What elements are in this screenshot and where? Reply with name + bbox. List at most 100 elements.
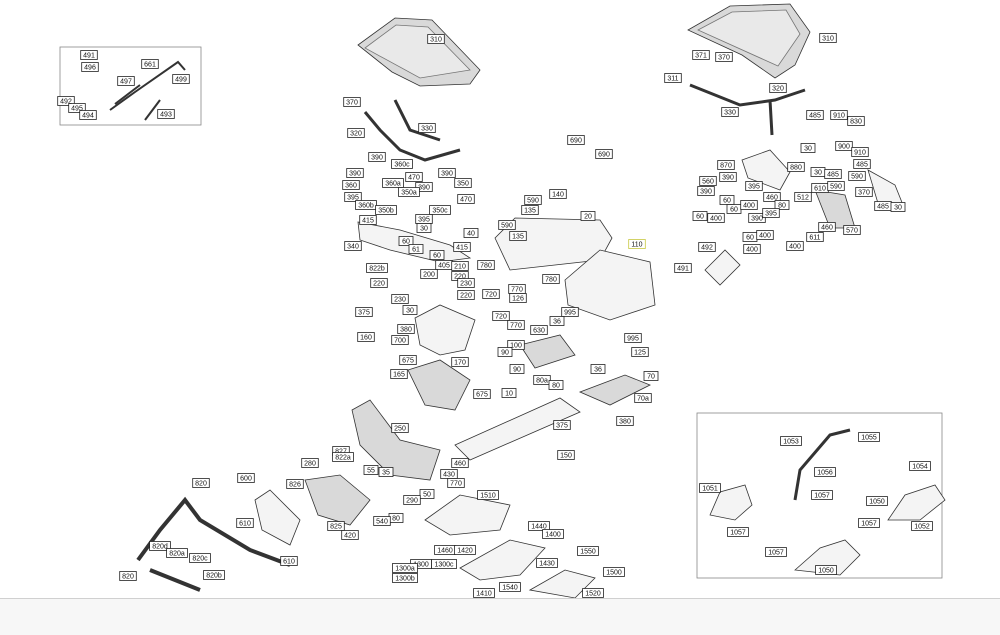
callout-text: 330 [421, 126, 433, 133]
skid-plate-mid-part [459, 539, 546, 581]
cargo-bin-part [564, 249, 656, 321]
callout-80: 80 [548, 380, 564, 390]
callout-485: 485 [853, 159, 871, 169]
callout-text: 780 [545, 277, 557, 284]
callout-35: 35 [378, 467, 394, 477]
callout-text: 820d [152, 544, 168, 551]
callout-text: 210 [454, 264, 466, 271]
callout-text: 1057 [768, 550, 784, 557]
callout-1550: 1550 [577, 546, 599, 556]
callout-995: 995 [624, 333, 642, 343]
callout-30: 30 [402, 305, 418, 315]
callout-430: 430 [440, 469, 458, 479]
callout-55: 55 [363, 465, 379, 475]
callout-text: 590 [851, 174, 863, 181]
callout-text: 415 [456, 245, 468, 252]
callout-text: 820 [195, 481, 207, 488]
callout-text: 470 [408, 175, 420, 182]
callout-420: 420 [341, 530, 359, 540]
rear-bar-part [689, 83, 806, 136]
callout-375: 375 [553, 420, 571, 430]
callout-text: 825 [330, 524, 342, 531]
callout-880: 880 [787, 162, 805, 172]
callout-text: 610 [239, 521, 251, 528]
callout-text: 720 [485, 292, 497, 299]
callout-140: 140 [549, 189, 567, 199]
callout-825: 825 [327, 521, 345, 531]
callout-text: 420 [344, 533, 356, 540]
callout-60: 60 [742, 232, 758, 242]
callout-610: 610 [280, 556, 298, 566]
callout-870: 870 [717, 160, 735, 170]
callout-820a: 820a [166, 548, 188, 558]
callout-470: 470 [457, 194, 475, 204]
callout-text: 770 [450, 481, 462, 488]
callout-text: 910 [854, 150, 866, 157]
floorboard-part [454, 397, 581, 461]
callout-text: 870 [720, 163, 732, 170]
callout-80: 80 [388, 513, 404, 523]
callout-1053: 1053 [780, 436, 802, 446]
callout-text: 60 [402, 239, 410, 246]
callout-text: 820c [192, 556, 208, 563]
callout-495: 495 [68, 103, 86, 113]
bumper-bracket-part [254, 489, 301, 546]
callout-text: 700 [394, 338, 406, 345]
callout-text: 390 [700, 189, 712, 196]
callout-460: 460 [763, 192, 781, 202]
callout-text: 250 [394, 426, 406, 433]
callout-text: 395 [748, 184, 760, 191]
callout-820: 820 [192, 478, 210, 488]
callout-400: 400 [740, 200, 758, 210]
callout-text: 995 [564, 310, 576, 317]
callout-230: 230 [391, 294, 409, 304]
callout-405: 405 [435, 260, 453, 270]
callout-text: 611 [809, 235, 820, 242]
callout-390: 390 [346, 168, 364, 178]
callout-text: 1520 [585, 591, 601, 598]
callout-text: 630 [533, 328, 545, 335]
callout-690: 690 [567, 135, 585, 145]
callout-590: 590 [524, 195, 542, 205]
callout-36: 36 [549, 316, 565, 326]
callout-675: 675 [473, 389, 491, 399]
floor-tray-part [519, 334, 576, 369]
callout-text: 820 [122, 574, 134, 581]
callout-text: 60 [723, 198, 731, 205]
callout-40: 40 [463, 228, 479, 238]
side-panel-part [351, 399, 441, 481]
callout-text: 30 [420, 226, 428, 233]
callout-text: 30 [406, 308, 414, 315]
callout-text: 400 [743, 203, 755, 210]
callout-822b: 822b [366, 263, 388, 273]
callout-text: 55 [367, 468, 375, 475]
callout-1540: 1540 [499, 582, 521, 592]
callout-485: 485 [824, 169, 842, 179]
callout-text: 1550 [580, 549, 596, 556]
callout-text: 720 [495, 314, 507, 321]
callout-text: 290 [406, 498, 418, 505]
callout-590: 590 [827, 181, 845, 191]
callout-350a: 350a [398, 187, 420, 197]
callout-text: 371 [695, 53, 707, 60]
callout-text: 10 [505, 391, 513, 398]
callout-60: 60 [429, 250, 445, 260]
callout-910: 910 [830, 110, 848, 120]
callout-text: 1057 [814, 493, 830, 500]
callout-494: 494 [79, 110, 97, 120]
callout-text: 570 [846, 228, 858, 235]
callout-700: 700 [391, 335, 409, 345]
callout-text: 470 [460, 197, 472, 204]
callout-text: 590 [830, 184, 842, 191]
callout-text: 350c [432, 208, 448, 215]
callout-1300b: 1300b [392, 573, 418, 583]
callout-60: 60 [726, 204, 742, 214]
callout-text: 36 [553, 319, 561, 326]
callout-text: 126 [512, 296, 524, 303]
callout-text: 400 [789, 244, 801, 251]
callout-330: 330 [721, 107, 739, 117]
callout-10: 10 [501, 388, 517, 398]
callout-text: 30 [894, 205, 902, 212]
callout-text: 165 [393, 372, 405, 379]
callout-text: 496 [84, 65, 96, 72]
